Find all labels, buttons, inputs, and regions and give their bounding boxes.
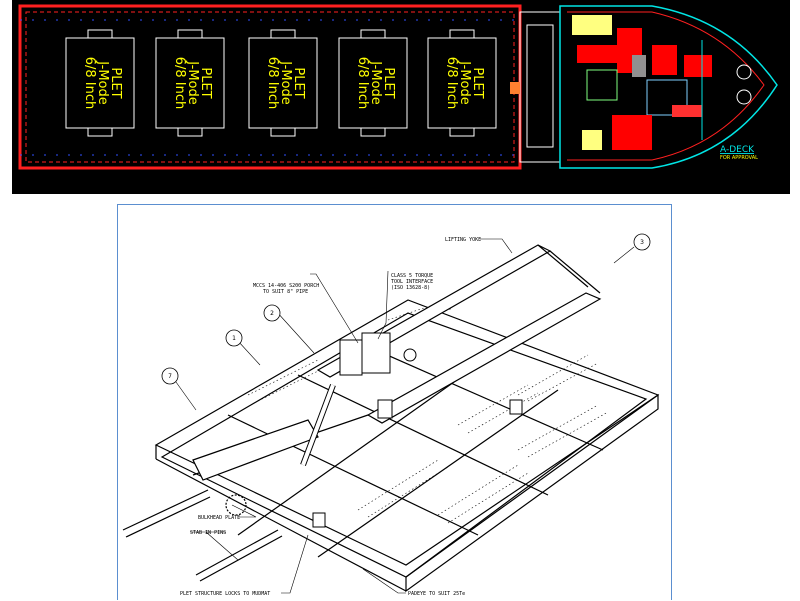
callout-torque-tool: (ISO 13628-8): [391, 285, 430, 291]
plet-label: PLET: [381, 67, 396, 98]
callout-porch: TO SUIT 8" PIPE: [263, 289, 308, 295]
callout-bulkhead-plate: BULKHEAD PLATE: [198, 515, 240, 521]
plet-label: 6/8 Inch: [82, 57, 97, 110]
plet-isometric-drawing: 3 2 1 7 LIFTING YOKE CLASS 5 TORQUE TOOL…: [117, 204, 672, 600]
balloons: [161, 233, 651, 385]
plet-slot: 6/8 Inch J-Mode PLET: [155, 29, 225, 137]
plet-label: PLET: [470, 67, 485, 98]
callout-torque-tool: TOOL INTERFACE: [391, 279, 433, 285]
callout-padeye: PADEYE TO SUIT 25Te: [408, 591, 465, 597]
callout-porch: MCCS 14-406 S200 PORCH: [253, 283, 319, 289]
connector-hub: [300, 332, 523, 528]
plet-label: 6/8 Inch: [355, 57, 370, 110]
bow-accommodation: [572, 15, 752, 150]
plet-label: 6/8 Inch: [172, 57, 187, 110]
leader-lines: [175, 238, 635, 594]
plet-label: PLET: [291, 67, 306, 98]
plet-slot: 6/8 Inch J-Mode PLET: [427, 29, 497, 137]
plet-label: J-Mode: [95, 60, 110, 104]
plet-label: 6/8 Inch: [444, 57, 459, 110]
plet-label: J-Mode: [185, 60, 200, 104]
vessel-deck-plan: 6/8 Inch J-Mode PLET 6/8 Inch J-Mode PLE…: [12, 0, 790, 194]
plet-label: J-Mode: [368, 60, 383, 104]
callout-stab-in-pins: STAB IN PINS: [190, 530, 226, 536]
deck-sublabel: FOR APPROVAL: [720, 155, 758, 161]
balloon-2: 2: [270, 310, 274, 317]
callout-torque-tool: CLASS 5 TORQUE: [391, 273, 433, 279]
plet-slot: 6/8 Inch J-Mode PLET: [248, 29, 318, 137]
balloon-3: 3: [640, 239, 644, 246]
balloon-1: 1: [232, 335, 236, 342]
plet-label: PLET: [198, 67, 213, 98]
deck-label: A-DECK: [720, 145, 755, 155]
hull-outline: [18, 4, 778, 170]
plet-label: PLET: [108, 67, 123, 98]
plet-label: 6/8 Inch: [265, 57, 280, 110]
plet-slot: 6/8 Inch J-Mode PLET: [338, 29, 408, 137]
plet-label: J-Mode: [457, 60, 472, 104]
plet-label: J-Mode: [278, 60, 293, 104]
callout-lifting-yoke: LIFTING YOKE: [445, 237, 481, 243]
balloon-7: 7: [168, 373, 172, 380]
plet-slot: 6/8 Inch J-Mode PLET: [65, 29, 135, 137]
plet-slots: 6/8 Inch J-Mode PLET 6/8 Inch J-Mode PLE…: [65, 29, 497, 137]
callout-plet-locks: PLET STRUCTURE LOCKS TO MUDMAT: [180, 591, 270, 597]
